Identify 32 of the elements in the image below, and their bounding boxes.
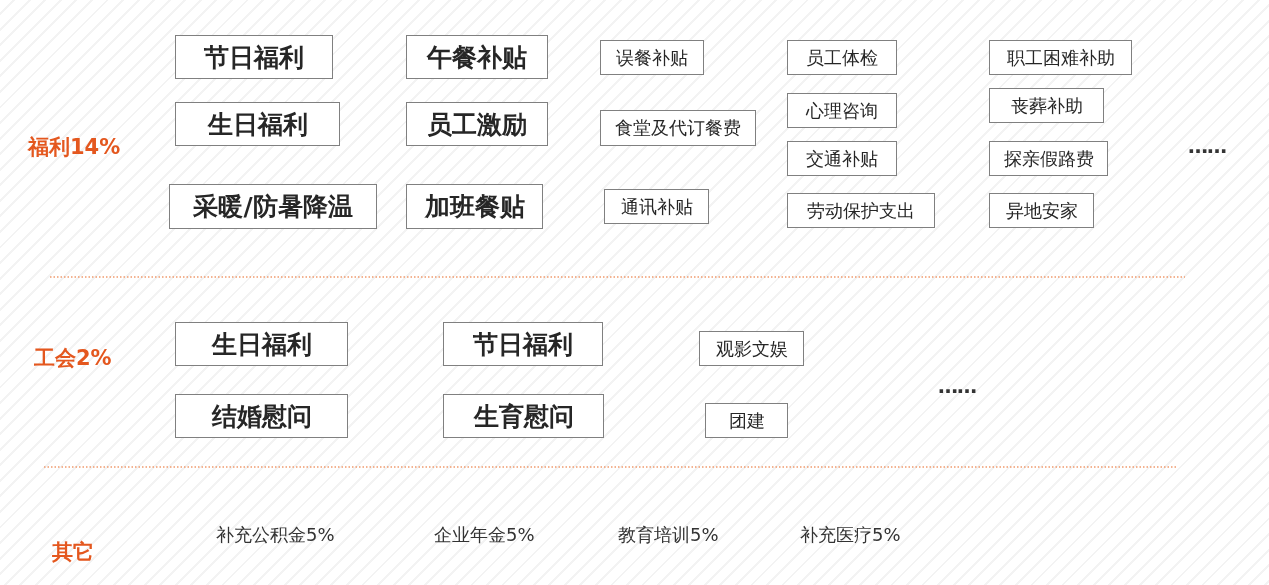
benefit-item-box: 食堂及代订餐费 [600, 110, 756, 146]
ellipsis-text: …… [1188, 134, 1226, 158]
benefit-item-box: 职工困难补助 [989, 40, 1132, 75]
benefit-item-box: 观影文娱 [699, 331, 804, 366]
benefit-category-box: 采暖/防暑降温 [169, 184, 377, 229]
benefit-category-box: 生日福利 [175, 102, 340, 146]
benefit-category-box: 员工激励 [406, 102, 548, 146]
benefit-item-box: 丧葬补助 [989, 88, 1104, 123]
benefit-item-box: 交通补贴 [787, 141, 897, 176]
benefit-category-box: 加班餐贴 [406, 184, 543, 229]
section-heading: 其它 [52, 539, 94, 565]
benefit-category-box: 生日福利 [175, 322, 348, 366]
percentage-item-text: 补充公积金5% [216, 524, 335, 546]
benefit-item-box: 心理咨询 [787, 93, 897, 128]
percentage-item-text: 补充医疗5% [800, 524, 901, 546]
benefit-item-box: 通讯补贴 [604, 189, 709, 224]
section-heading: 工会2% [34, 345, 112, 371]
section-heading: 福利14% [28, 134, 121, 160]
benefit-category-box: 午餐补贴 [406, 35, 548, 79]
benefit-category-box: 生育慰问 [443, 394, 604, 438]
benefit-item-box: 异地安家 [989, 193, 1094, 228]
percentage-item-text: 教育培训5% [618, 524, 719, 546]
percentage-item-text: 企业年金5% [434, 524, 535, 546]
benefit-item-box: 探亲假路费 [989, 141, 1108, 176]
ellipsis-text: …… [938, 374, 976, 398]
benefit-category-box: 结婚慰问 [175, 394, 348, 438]
benefit-item-box: 员工体检 [787, 40, 897, 75]
benefit-item-box: 团建 [705, 403, 788, 438]
benefit-category-box: 节日福利 [443, 322, 603, 366]
benefit-item-box: 劳动保护支出 [787, 193, 935, 228]
benefit-item-box: 误餐补贴 [600, 40, 704, 75]
benefit-category-box: 节日福利 [175, 35, 333, 79]
